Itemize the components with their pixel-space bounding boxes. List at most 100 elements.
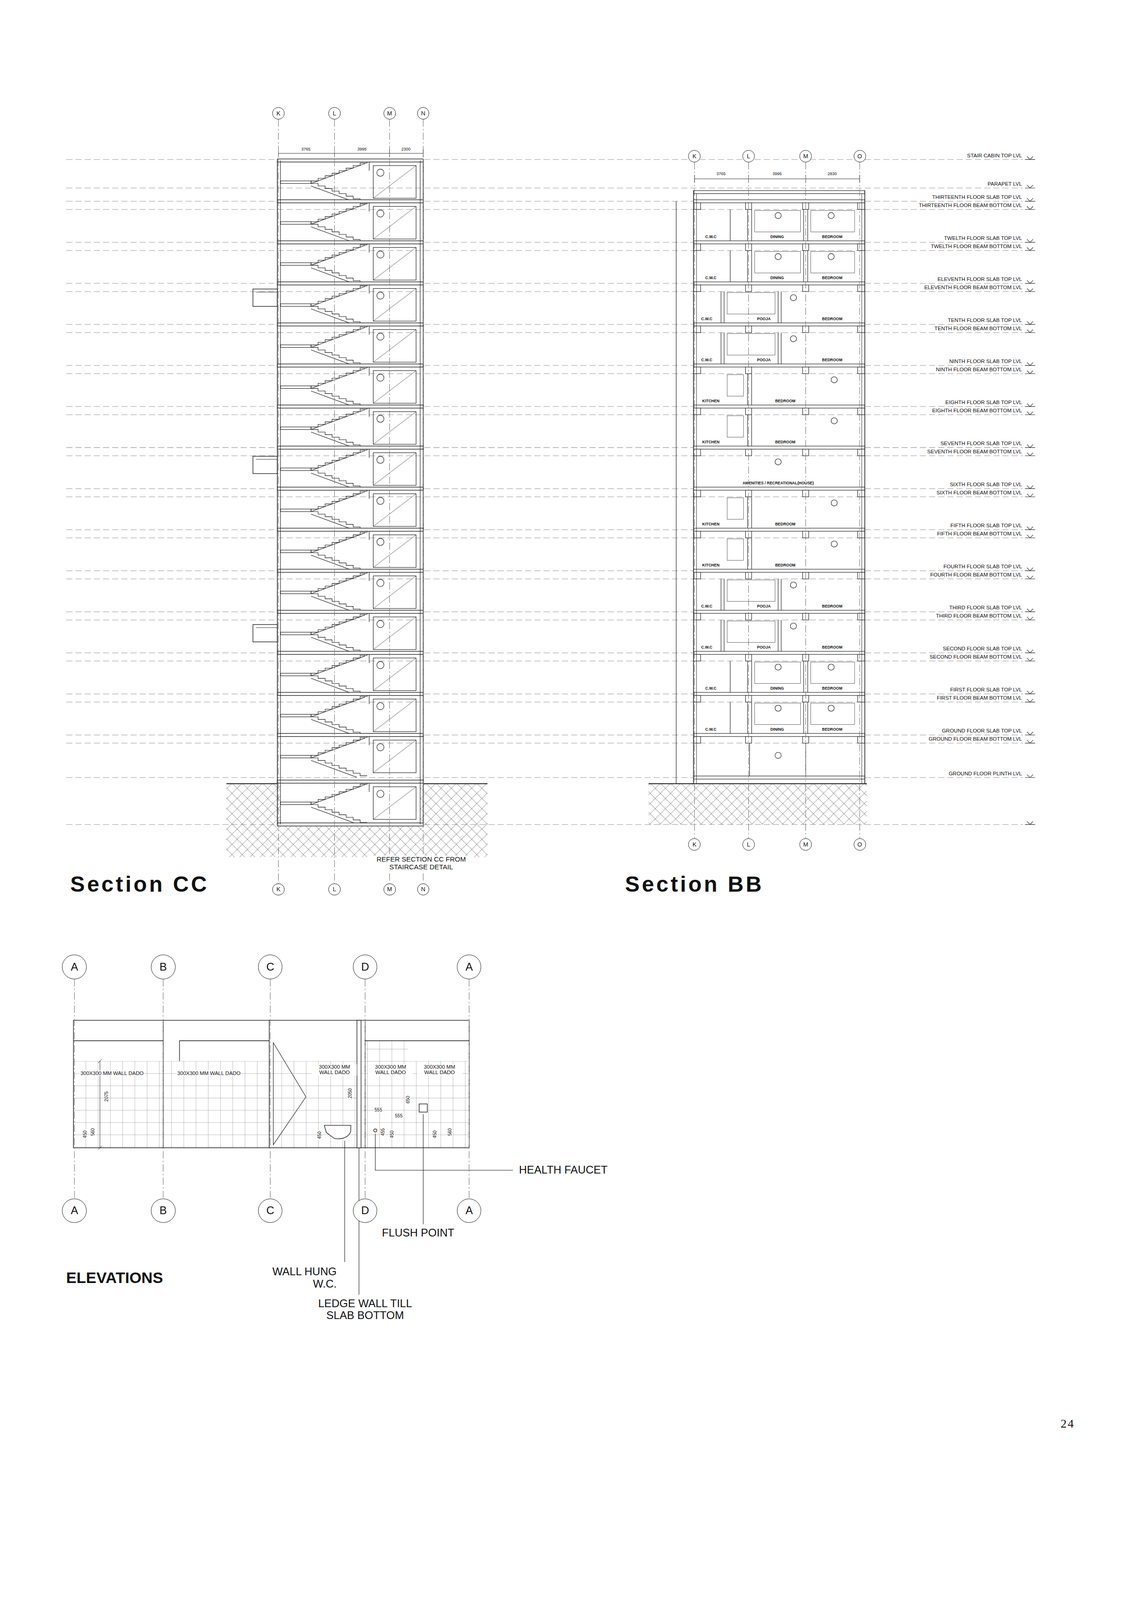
grid-line bbox=[805, 162, 806, 839]
level-label: FIFTH FLOOR BEAM BOTTOM LVL bbox=[936, 531, 1023, 538]
room-label: C.W.C bbox=[700, 357, 714, 363]
level-label: TWELTH FLOOR SLAB TOP LVL bbox=[943, 235, 1023, 242]
grid-bubble: K bbox=[272, 883, 285, 896]
finish-note: 300X300 MM WALL DADO bbox=[311, 1063, 358, 1076]
grid-letter: B bbox=[159, 1204, 167, 1216]
level-label: SECOND FLOOR SLAB TOP LVL bbox=[941, 646, 1023, 653]
grid-letter: A bbox=[465, 961, 473, 973]
room-label: BEDROOM bbox=[821, 316, 844, 322]
grid-bubble: M bbox=[799, 150, 812, 163]
view-title: ELEVATIONS bbox=[65, 1269, 164, 1287]
grid-letter: N bbox=[420, 110, 426, 117]
room-label: KITCHEN bbox=[701, 399, 721, 404]
room-label: BEDROOM bbox=[821, 275, 844, 281]
dimension-text: 2050 bbox=[347, 1087, 353, 1100]
grid-letter: L bbox=[332, 110, 337, 117]
level-label: TENTH FLOOR SLAB TOP LVL bbox=[946, 317, 1023, 324]
grid-letter: N bbox=[420, 886, 426, 893]
grid-letter: L bbox=[747, 153, 751, 160]
grid-bubble: M bbox=[799, 838, 812, 851]
grid-bubble: A bbox=[456, 1198, 482, 1224]
grid-bubble: A bbox=[62, 1198, 87, 1224]
grid-bubble: B bbox=[150, 954, 176, 980]
grid-bubble: D bbox=[352, 954, 378, 980]
dimension-text: 450 bbox=[389, 1129, 395, 1139]
level-label: THIRD FLOOR BEAM BOTTOM LVL bbox=[934, 613, 1023, 620]
level-label: NINTH FLOOR BEAM BOTTOM LVL bbox=[934, 366, 1023, 373]
grid-bubble: K bbox=[688, 150, 701, 163]
grid-line bbox=[74, 979, 75, 1199]
room-label: C.W.C bbox=[704, 275, 718, 281]
level-label: PARAPET LVL bbox=[986, 181, 1023, 187]
view-title: Section BB bbox=[624, 871, 765, 897]
room-label: BEDROOM bbox=[821, 604, 844, 609]
grid-letter: O bbox=[857, 153, 862, 160]
section-cc-drawing bbox=[226, 149, 488, 857]
grid-line bbox=[468, 979, 470, 1199]
level-label: FOURTH FLOOR SLAB TOP LVL bbox=[942, 564, 1023, 571]
grid-letter: M bbox=[387, 110, 393, 117]
callout-text: HEALTH FAUCET bbox=[518, 1163, 609, 1176]
grid-bubble: K bbox=[272, 107, 285, 120]
callout-text: LEDGE WALL TILL SLAB BOTTOM bbox=[307, 1297, 424, 1322]
level-lines bbox=[66, 156, 1035, 825]
grid-bubble: A bbox=[456, 954, 482, 980]
level-label: THIRTEENTH FLOOR BEAM BOTTOM LVL bbox=[918, 202, 1023, 209]
grid-letter: K bbox=[276, 110, 281, 117]
grid-bubble: N bbox=[417, 883, 430, 896]
grid-letter: D bbox=[361, 961, 369, 973]
room-label: C.W.C bbox=[704, 686, 718, 691]
grid-bubble: C bbox=[258, 1198, 283, 1224]
grid-bubble: O bbox=[853, 838, 867, 851]
room-label: KITCHEN bbox=[701, 563, 721, 568]
level-label: SEVENTH FLOOR BEAM BOTTOM LVL bbox=[926, 449, 1023, 456]
grid-letter: L bbox=[332, 886, 337, 893]
grid-bubble: B bbox=[150, 1198, 176, 1224]
level-label: SIXTH FLOOR BEAM BOTTOM LVL bbox=[935, 490, 1023, 497]
level-label: ELEVENTH FLOOR SLAB TOP LVL bbox=[936, 276, 1023, 283]
room-label: KITCHEN bbox=[701, 522, 721, 527]
level-label: SEVENTH FLOOR SLAB TOP LVL bbox=[939, 440, 1023, 447]
level-label: THIRTEENTH FLOOR SLAB TOP LVL bbox=[931, 194, 1023, 201]
room-label: C.W.C bbox=[700, 604, 714, 609]
grid-letter: K bbox=[692, 841, 697, 848]
grid-letter: K bbox=[276, 886, 281, 893]
room-label: BEDROOM bbox=[774, 399, 797, 404]
level-label: EIGHTH FLOOR BEAM BOTTOM LVL bbox=[931, 407, 1023, 414]
callout-text: FLUSH POINT bbox=[381, 1226, 456, 1239]
room-label: C.W.C bbox=[700, 645, 714, 650]
dimension-text: 2830 bbox=[826, 171, 838, 177]
grid-bubble: L bbox=[742, 838, 755, 851]
dimension-text: 2075 bbox=[103, 1090, 109, 1103]
dimension-text: 555 bbox=[373, 1107, 384, 1113]
level-label: TWELTH FLOOR BEAM BOTTOM LVL bbox=[929, 243, 1023, 250]
room-label: BEDROOM bbox=[774, 440, 797, 445]
grid-letter: C bbox=[266, 961, 275, 973]
grid-bubble: M bbox=[383, 883, 396, 896]
room-label: BEDROOM bbox=[821, 686, 844, 691]
room-label: BEDROOM bbox=[821, 727, 844, 732]
grid-bubble: D bbox=[352, 1198, 378, 1224]
level-label: STAIR CABIN TOP LVL bbox=[966, 152, 1023, 159]
grid-line bbox=[162, 979, 164, 1199]
grid-line bbox=[859, 162, 861, 839]
level-label: SECOND FLOOR BEAM BOTTOM LVL bbox=[928, 654, 1023, 661]
grid-line bbox=[364, 979, 366, 1199]
room-label: BEDROOM bbox=[821, 645, 844, 650]
level-label: EIGHTH FLOOR SLAB TOP LVL bbox=[944, 399, 1023, 406]
grid-line bbox=[389, 119, 390, 884]
grid-bubble: L bbox=[742, 150, 755, 163]
dimension-text: 560 bbox=[447, 1127, 453, 1137]
dimension-text: 3765 bbox=[715, 171, 727, 177]
grid-line bbox=[422, 119, 424, 884]
grid-line bbox=[694, 162, 695, 839]
level-label: FIFTH FLOOR SLAB TOP LVL bbox=[949, 523, 1023, 530]
dimension-text: 3995 bbox=[771, 171, 783, 177]
grid-letter: O bbox=[857, 841, 862, 848]
level-label: SIXTH FLOOR SLAB TOP LVL bbox=[949, 482, 1023, 488]
level-label: ELEVENTH FLOOR BEAM BOTTOM LVL bbox=[923, 284, 1023, 291]
level-label: GROUND FLOOR BEAM BOTTOM LVL bbox=[927, 736, 1023, 743]
grid-bubble: M bbox=[383, 107, 396, 120]
room-label: BEDROOM bbox=[821, 357, 844, 363]
dimension-text: 3995 bbox=[356, 147, 368, 152]
